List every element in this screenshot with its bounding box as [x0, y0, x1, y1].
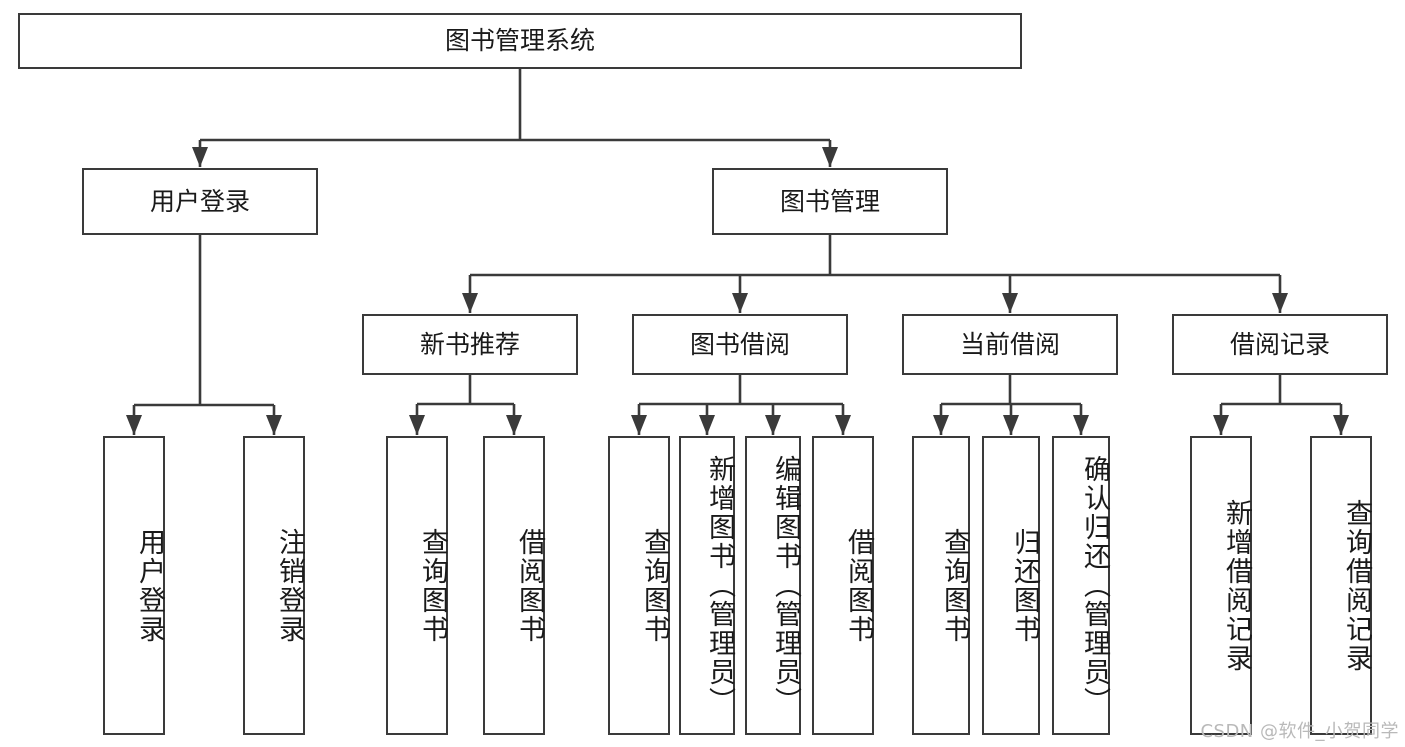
node-label: 新增借阅记录 — [1221, 498, 1252, 673]
arrowhead — [765, 415, 781, 435]
watermark: CSDN @软件_小贺同学 — [1200, 721, 1399, 742]
node-label: 编辑图书（管理员） — [770, 455, 801, 716]
node-label: 图书借阅 — [689, 329, 790, 359]
node-l-q3[interactable]: 查询图书 — [912, 436, 970, 735]
arrowhead — [266, 415, 282, 435]
node-label: 注销登录 — [274, 527, 305, 644]
arrowhead — [1073, 415, 1089, 435]
arrowhead — [1333, 415, 1349, 435]
arrowhead — [1002, 293, 1018, 313]
node-l-add[interactable]: 新增图书（管理员） — [679, 436, 735, 735]
node-l-logout[interactable]: 注销登录 — [243, 436, 305, 735]
arrowhead — [409, 415, 425, 435]
node-newbook[interactable]: 新书推荐 — [362, 314, 578, 375]
node-label: 图书管理系统 — [444, 26, 595, 56]
node-label: 归还图书 — [1009, 527, 1040, 644]
arrowhead — [631, 415, 647, 435]
arrowhead — [1003, 415, 1019, 435]
arrowhead — [506, 415, 522, 435]
arrowhead — [835, 415, 851, 435]
node-label: 新书推荐 — [419, 329, 520, 359]
node-l-addrec[interactable]: 新增借阅记录 — [1190, 436, 1252, 735]
node-borrow[interactable]: 图书借阅 — [632, 314, 848, 375]
node-label: 借阅图书 — [843, 527, 874, 644]
node-l-b1[interactable]: 借阅图书 — [483, 436, 545, 735]
node-record[interactable]: 借阅记录 — [1172, 314, 1388, 375]
node-l-edit[interactable]: 编辑图书（管理员） — [745, 436, 801, 735]
node-l-q1[interactable]: 查询图书 — [386, 436, 448, 735]
arrowhead — [126, 415, 142, 435]
node-label: 用户登录 — [134, 527, 165, 644]
node-label: 查询图书 — [417, 527, 448, 644]
arrowhead — [822, 147, 838, 167]
node-l-return[interactable]: 归还图书 — [982, 436, 1040, 735]
arrowhead — [1272, 293, 1288, 313]
arrowhead — [732, 293, 748, 313]
node-label: 借阅图书 — [514, 527, 545, 644]
node-bookmgmt[interactable]: 图书管理 — [712, 168, 948, 235]
node-l-qrec[interactable]: 查询借阅记录 — [1310, 436, 1372, 735]
arrowhead — [1213, 415, 1229, 435]
node-label: 确认归还（管理员） — [1079, 455, 1110, 716]
node-l-q2[interactable]: 查询图书 — [608, 436, 670, 735]
node-login[interactable]: 用户登录 — [82, 168, 318, 235]
arrowhead — [192, 147, 208, 167]
node-label: 新增图书（管理员） — [704, 455, 735, 716]
node-label: 查询图书 — [939, 527, 970, 644]
node-l-b2[interactable]: 借阅图书 — [812, 436, 874, 735]
node-l-login[interactable]: 用户登录 — [103, 436, 165, 735]
node-label: 查询图书 — [639, 527, 670, 644]
node-label: 用户登录 — [149, 186, 250, 216]
node-l-confirm[interactable]: 确认归还（管理员） — [1052, 436, 1110, 735]
arrowhead — [462, 293, 478, 313]
node-label: 当前借阅 — [959, 329, 1060, 359]
node-label: 查询借阅记录 — [1341, 498, 1372, 673]
node-label: 图书管理 — [779, 186, 880, 216]
arrowhead — [933, 415, 949, 435]
node-current[interactable]: 当前借阅 — [902, 314, 1118, 375]
node-root[interactable]: 图书管理系统 — [18, 13, 1022, 69]
arrowhead — [699, 415, 715, 435]
node-label: 借阅记录 — [1229, 329, 1330, 359]
